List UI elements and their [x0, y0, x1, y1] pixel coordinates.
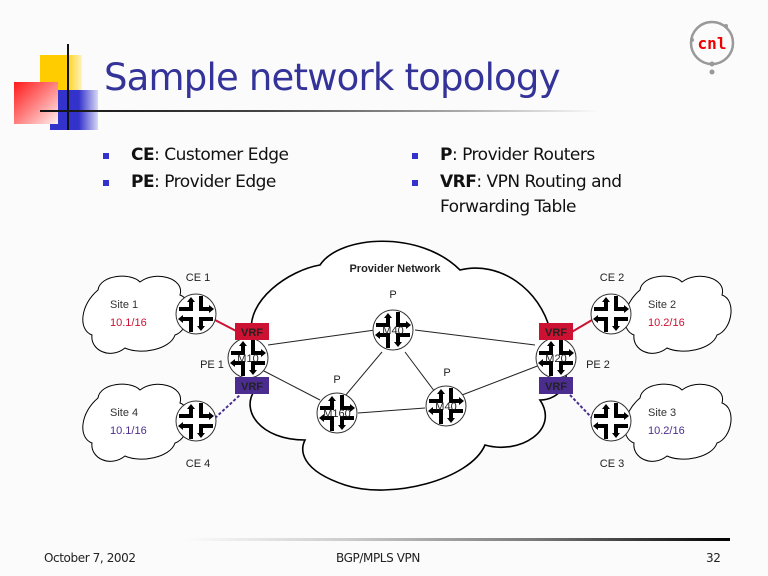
pe2-label: PE 2 [586, 359, 610, 371]
ce1-label: CE 1 [186, 272, 210, 284]
link-pe1-p2 [261, 369, 321, 401]
link-ce3-vrf [569, 394, 593, 419]
router-ce1-icon [175, 293, 217, 335]
links [261, 329, 541, 414]
vrf-pe2-red: VRF [539, 323, 573, 340]
site-1-label: Site 1 [110, 299, 138, 311]
link-p1-pe2 [414, 329, 536, 346]
bullet-square-icon [103, 180, 109, 186]
site-3-label: Site 3 [648, 407, 676, 419]
link-p1-p3 [404, 351, 436, 393]
footer-date: October 7, 2002 [44, 551, 136, 565]
p1-label: P [389, 289, 396, 301]
bullet-square-icon [412, 153, 418, 159]
provider-network-label: Provider Network [349, 263, 441, 275]
link-pe1-p1 [267, 329, 376, 346]
svg-text:VRF: VRF [545, 327, 567, 339]
ce2-label: CE 2 [600, 272, 624, 284]
bullet-item: PE: Provider Edge [103, 169, 289, 196]
link-p2-p3 [357, 407, 426, 414]
site-2-prefix: 10.2/16 [648, 317, 685, 329]
svg-text:VRF: VRF [241, 381, 263, 393]
p2-model: M160 [323, 408, 351, 420]
footer-page-number: 32 [706, 551, 721, 565]
p3-model: M40 [435, 401, 456, 413]
router-ce2-icon [590, 293, 632, 335]
p1-model: M40 [382, 325, 403, 337]
ce4-label: CE 4 [186, 458, 210, 470]
site-4-label: Site 4 [110, 407, 138, 419]
title-decoration-red [14, 82, 58, 124]
pe1-label: PE 1 [200, 359, 224, 371]
bullet-item: P: Provider Routers [412, 142, 672, 169]
pe2-model: M20 [545, 353, 566, 365]
link-p1-p2 [344, 351, 383, 397]
bullet-square-icon [412, 180, 418, 186]
link-ce4-vrf [214, 394, 241, 419]
slide-title: Sample network topology [104, 56, 560, 99]
footer-divider [185, 538, 730, 541]
svg-text:VRF: VRF [241, 327, 263, 339]
link-ce2-vrf [569, 319, 593, 334]
bullet-list-right: P: Provider Routers VRF: VPN Routing and… [412, 142, 672, 218]
vrf-pe1-purple: VRF [235, 377, 269, 394]
router-ce3-icon [590, 400, 632, 442]
svg-text:VRF: VRF [545, 381, 567, 393]
bullet-square-icon [103, 153, 109, 159]
site-1-prefix: 10.1/16 [110, 317, 147, 329]
provider-network-cloud [246, 240, 567, 491]
site-3-prefix: 10.2/16 [648, 425, 685, 437]
p3-label: P [443, 367, 450, 379]
site-2-label: Site 2 [648, 299, 676, 311]
title-decoration-vline [67, 44, 69, 130]
cnl-logo-icon: cnl [689, 20, 735, 75]
site-2-cloud [624, 275, 732, 354]
bullet-list-left: CE: Customer Edge PE: Provider Edge [103, 142, 289, 196]
site-4-cloud [82, 383, 190, 462]
vrf-pe1-red: VRF [235, 323, 269, 340]
router-ce4-icon [175, 400, 217, 442]
title-underline [40, 110, 600, 112]
site-1-cloud [82, 275, 190, 354]
svg-text:cnl: cnl [698, 34, 727, 53]
site-4-prefix: 10.1/16 [110, 425, 147, 437]
link-p3-pe2 [461, 364, 541, 396]
p2-label: P [333, 374, 340, 386]
footer-title: BGP/MPLS VPN [336, 551, 420, 565]
pe1-model: M10 [237, 353, 258, 365]
site-3-cloud [624, 383, 732, 462]
vrf-pe2-purple: VRF [539, 377, 573, 394]
ce3-label: CE 3 [600, 458, 624, 470]
bullet-item: CE: Customer Edge [103, 142, 289, 169]
